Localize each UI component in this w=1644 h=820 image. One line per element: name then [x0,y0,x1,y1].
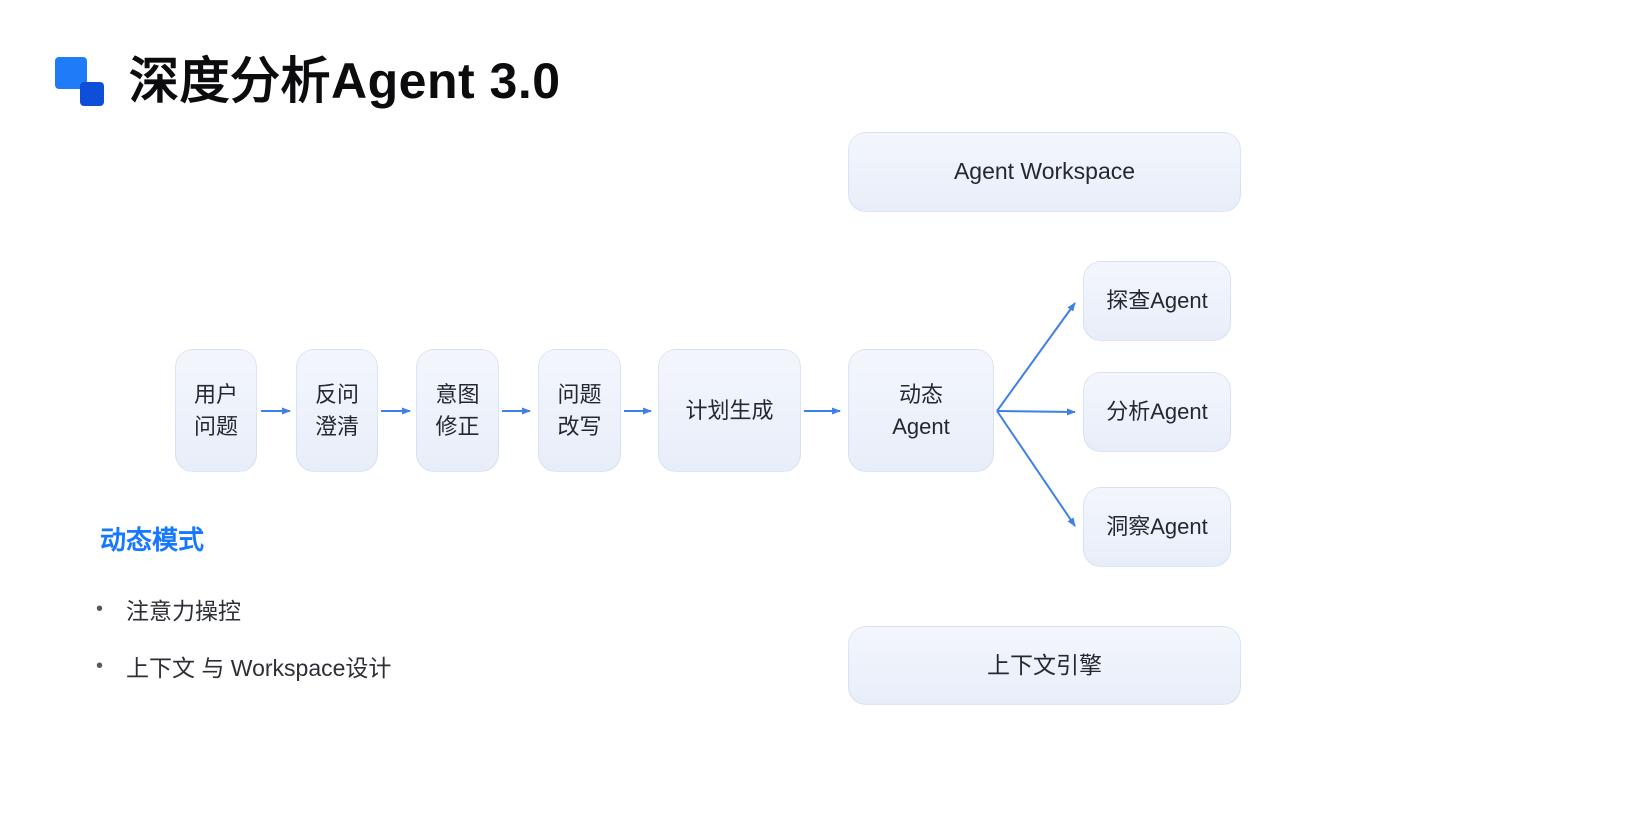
list-item: • 注意力操控 [88,595,648,628]
logo-square-dark [80,82,104,106]
agent-node-explore: 探查Agent [1083,261,1231,341]
agent-node-insight: 洞察Agent [1083,487,1231,567]
bullet-text: 上下文 与 Workspace设计 [126,655,392,682]
logo-icon [55,55,107,107]
dynamic-mode-section: 动态模式 • 注意力操控 • 上下文 与 Workspace设计 [88,520,648,710]
agent-workspace-box: Agent Workspace [848,132,1241,212]
flow-node-user-question: 用户 问题 [175,349,257,472]
list-item: • 上下文 与 Workspace设计 [88,652,648,685]
section-heading: 动态模式 [100,525,205,555]
bullet-icon: • [96,655,104,678]
bullet-icon: • [96,598,104,620]
flow-node-plan-generate: 计划生成 [658,349,801,472]
page-title: 深度分析Agent 3.0 [129,53,561,109]
flow-node-rewrite: 问题 改写 [538,349,621,472]
agent-node-analyze: 分析Agent [1083,372,1231,452]
context-engine-box: 上下文引擎 [848,626,1241,705]
bullet-list: • 注意力操控 • 上下文 与 Workspace设计 [88,595,648,686]
flow-node-ask-clarify: 反问 澄清 [296,349,378,472]
flow-node-dynamic-agent: 动态 Agent [848,349,994,472]
flow-node-intent-fix: 意图 修正 [416,349,499,472]
title-row: 深度分析Agent 3.0 [55,55,561,107]
bullet-text: 注意力操控 [126,598,241,624]
